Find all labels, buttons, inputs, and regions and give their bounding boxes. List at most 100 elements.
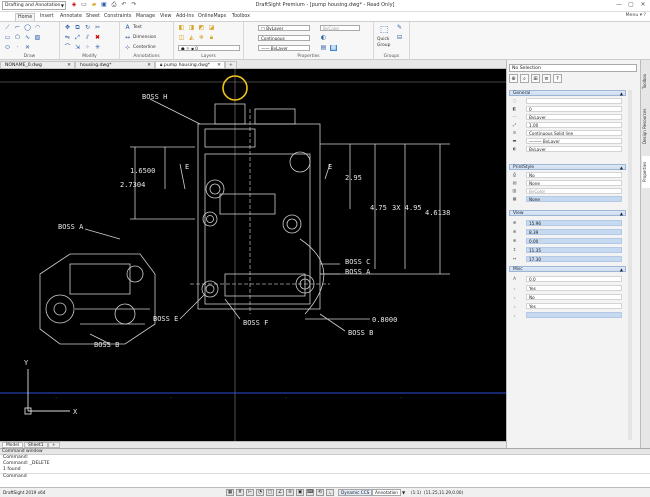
centerline-icon[interactable]: ⊹ (124, 44, 131, 51)
select-objects-icon[interactable]: ⊕ (509, 74, 518, 83)
tab-view[interactable]: View (160, 14, 172, 19)
rectangle-icon[interactable]: ▭ (4, 34, 11, 41)
add-sheet-button[interactable]: + (48, 442, 60, 448)
maximize-icon[interactable]: ▢ (628, 1, 634, 8)
delete-icon[interactable]: ✖ (94, 34, 101, 41)
prop-value[interactable] (526, 98, 622, 104)
quick-input-icon[interactable]: ⌨ (306, 489, 314, 496)
tab-insert[interactable]: Insert (40, 14, 54, 19)
prop-value[interactable]: 0 (526, 106, 622, 112)
doc-tab-pump-housing[interactable]: 🔒︎ pump housing.dwg*✕ (155, 61, 225, 69)
properties-scrollbar[interactable] (628, 90, 632, 440)
copy-icon[interactable]: ⧉ (75, 24, 80, 31)
tab-manage[interactable]: Manage (136, 14, 156, 19)
polyline-icon[interactable]: ⌐ (14, 24, 21, 31)
close-icon[interactable]: ✕ (147, 63, 151, 68)
prop-value[interactable]: ——— ByLayer (526, 138, 622, 144)
offset-icon[interactable]: ⫽ (86, 34, 89, 41)
prop-value[interactable]: 0.00 (526, 238, 622, 244)
match-properties-icon[interactable]: ▤ (320, 44, 327, 51)
model-space-icon[interactable]: ▣ (296, 489, 304, 496)
esnap-icon[interactable]: ◻ (266, 489, 274, 496)
linestyle-select[interactable]: Continuous (258, 35, 310, 41)
ellipse-icon[interactable]: ⬭ (4, 44, 11, 51)
prop-value[interactable]: Continuous Solid line (526, 130, 622, 136)
mirror-icon[interactable]: ⇋ (64, 34, 71, 41)
tab-sheet1[interactable]: Sheet1 (24, 442, 48, 448)
prop-value[interactable]: 1.00 (526, 122, 622, 128)
scale-icon[interactable]: ⤢ (75, 34, 80, 41)
move-icon[interactable]: ✥ (64, 24, 71, 31)
layer-off-icon[interactable]: ◭ (189, 34, 194, 41)
arc-icon[interactable]: ◠ (34, 24, 41, 31)
lineweight-select[interactable]: —— ByLayer (258, 45, 310, 51)
prop-value[interactable]: ByLayer (526, 146, 622, 152)
ungroup-icon[interactable]: ⊟ (396, 34, 403, 41)
layer-state-icon[interactable]: ◨ (188, 24, 195, 31)
prop-value[interactable]: 15.96 (526, 220, 622, 226)
command-input[interactable]: Command (0, 473, 650, 480)
prop-value[interactable]: None (526, 180, 622, 186)
transparency-slider-icon[interactable]: ◐ (320, 34, 327, 41)
construction-line-icon[interactable]: ✕ (24, 44, 31, 51)
quick-group-icon[interactable]: ⬚ (379, 25, 389, 35)
group-edit-icon[interactable]: ✎ (396, 24, 403, 31)
selection-select[interactable]: No Selection (509, 64, 637, 72)
text-icon[interactable]: A (125, 24, 130, 31)
ortho-icon[interactable]: ⊢ (246, 489, 254, 496)
side-tab-design-resources[interactable]: Design Resources (642, 108, 647, 144)
tab-home[interactable]: Home (15, 13, 36, 21)
properties-toggle-icon[interactable]: ▦ (330, 44, 337, 51)
drawing-svg[interactable]: · · · · BOSS H BOSS A BOSS B BOSS E BOSS… (0, 69, 506, 441)
prop-value[interactable]: No (526, 172, 622, 178)
tab-toolbox[interactable]: Toolbox (232, 14, 250, 19)
help-button[interactable]: ? (643, 13, 646, 18)
pattern-icon[interactable]: ⁘ (84, 44, 91, 51)
line-icon[interactable]: ⟋ (5, 24, 10, 31)
polygon-icon[interactable]: ⬠ (14, 34, 21, 41)
print-style-select[interactable]: ByColor (320, 25, 360, 31)
section-misc[interactable]: Misc▲ (509, 266, 626, 272)
workspace-select[interactable]: Drafting and Annotation ▼ (2, 1, 66, 10)
side-tab-properties[interactable]: Properties (642, 156, 650, 188)
stretch-icon[interactable]: ⇲ (74, 44, 81, 51)
hatch-icon[interactable]: ▨ (34, 34, 41, 41)
properties-options-icon[interactable]: ≡ (542, 74, 551, 83)
tab-add-ins[interactable]: Add-Ins (176, 14, 194, 19)
layer-freeze-icon[interactable]: ❄ (198, 34, 205, 41)
centerline-button[interactable]: Centerline (133, 45, 156, 50)
quick-group-button[interactable]: Quick (377, 37, 390, 42)
tab-constraints[interactable]: Constraints (104, 14, 132, 19)
doc-tab-housing[interactable]: housing.dwg*✕ (75, 61, 155, 69)
close-icon[interactable]: ✕ (67, 63, 71, 68)
selection-cycle-icon[interactable]: ⟲ (316, 489, 324, 496)
explode-icon[interactable]: ✳ (94, 44, 101, 51)
prop-value[interactable]: 11.35 (526, 247, 622, 253)
toggle-pickadd-icon[interactable]: ⊞ (531, 74, 540, 83)
layer-manager-icon[interactable]: ◧ (178, 24, 185, 31)
layer-match-icon[interactable]: ◩ (198, 24, 205, 31)
point-icon[interactable]: · (16, 44, 19, 51)
minimize-icon[interactable]: — (616, 1, 622, 8)
prop-value[interactable]: No (526, 294, 622, 300)
prop-value[interactable]: 8.39 (526, 229, 622, 235)
circle-icon[interactable]: ◯ (24, 24, 31, 31)
tab-model[interactable]: Model (2, 442, 24, 448)
section-view[interactable]: View▲ (509, 210, 626, 216)
dynamic-ccs-toggle[interactable]: Dynamic CCS (338, 489, 373, 496)
save-icon[interactable]: ▣ (101, 1, 107, 8)
layer-select[interactable]: ● ☼ ▪ 0 (178, 45, 240, 51)
redo-icon[interactable]: ↷ (131, 1, 137, 8)
prop-value[interactable]: Yes (526, 285, 622, 291)
prop-value[interactable]: 0.0 (526, 276, 622, 282)
drawing-canvas[interactable]: · · · · BOSS H BOSS A BOSS B BOSS E BOSS… (0, 69, 506, 441)
prop-value[interactable]: ByLayer (526, 114, 622, 120)
prop-value[interactable]: ByColor (526, 188, 622, 194)
menu-button[interactable]: Menu (625, 13, 639, 18)
tab-sheet[interactable]: Sheet (86, 14, 100, 19)
spline-icon[interactable]: ∿ (24, 34, 31, 41)
layer-previous-icon[interactable]: ◪ (208, 24, 215, 31)
layer-isolate-icon[interactable]: ◫ (178, 34, 185, 41)
prop-value[interactable]: 17.30 (526, 256, 622, 262)
lineweight-toggle-icon[interactable]: ≡ (286, 489, 294, 496)
